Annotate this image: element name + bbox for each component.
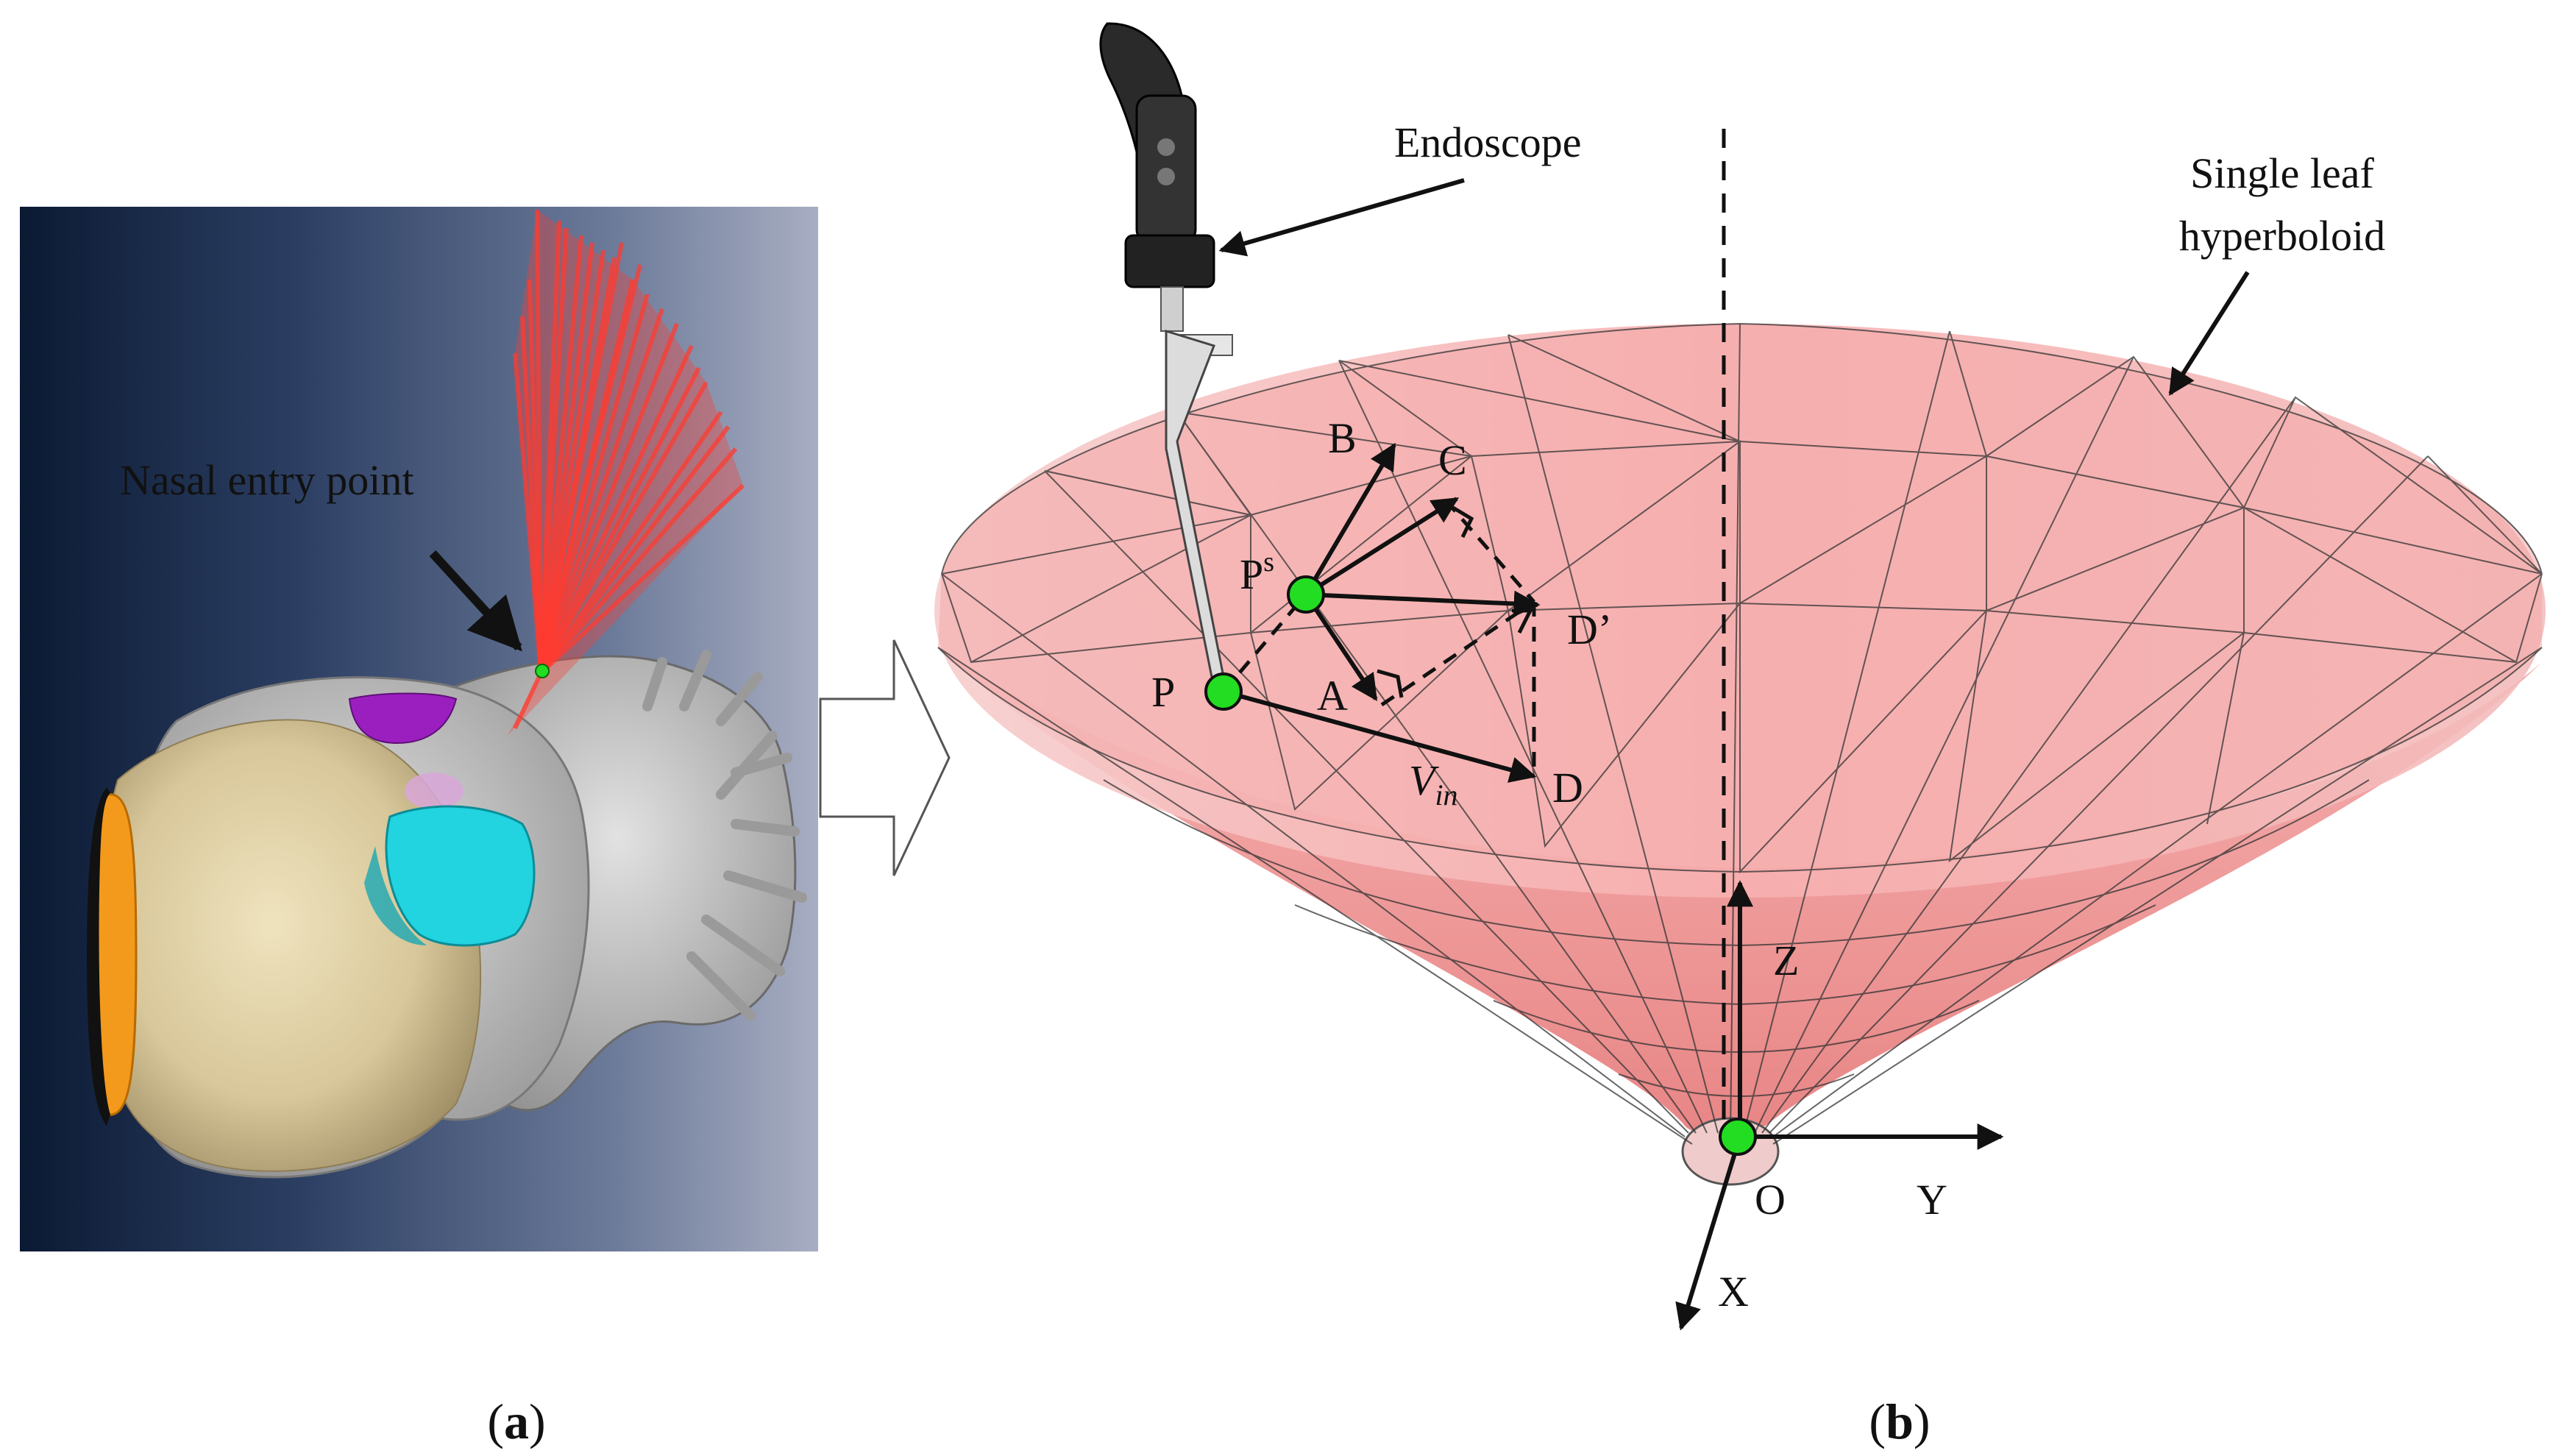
axis-label-y: Y <box>1917 1176 1947 1224</box>
endoscope-button-1 <box>1157 138 1175 156</box>
origin-marker <box>1719 1118 1757 1156</box>
vector-ps-a <box>1304 593 1378 701</box>
label-b: B <box>1328 414 1357 462</box>
vector-ps-b <box>1304 442 1396 596</box>
axis-x <box>1675 1136 1742 1331</box>
axis-label-z: Z <box>1773 937 1799 984</box>
cyan-region <box>385 805 536 947</box>
right-angle-c <box>1452 505 1474 539</box>
endoscope-connector <box>1160 286 1184 332</box>
panel-a: Nasal entry point (a) <box>20 207 818 1449</box>
endoscope <box>1099 22 1233 689</box>
panel-b: Z Y X O Endoscope Single leaf hyperboloi… <box>934 22 2546 1449</box>
transition-arrow <box>819 639 951 876</box>
cyan-shadow <box>364 846 427 945</box>
surface-arrow <box>2168 271 2250 397</box>
label-p: P <box>1151 668 1175 716</box>
point-p <box>1204 672 1243 711</box>
axis-label-x: X <box>1718 1268 1749 1315</box>
caption-b: (b) <box>1869 1393 1930 1449</box>
surface-label-line2: hyperboloid <box>2179 212 2385 260</box>
endoscope-label: Endoscope <box>1394 118 1582 166</box>
nasal-entry-arrow <box>429 550 522 652</box>
label-ps: Ps <box>1240 547 1274 598</box>
endoscope-arrow <box>1218 178 1465 257</box>
point-ps <box>1287 575 1325 614</box>
vector-vin <box>1223 689 1537 783</box>
label-c: C <box>1438 436 1467 484</box>
dashed-c-dprime <box>1444 499 1535 603</box>
surface-label-line1: Single leaf <box>2190 149 2374 197</box>
pink-region <box>405 773 464 809</box>
endoscope-ring <box>1124 234 1215 288</box>
axis-label-o: O <box>1755 1176 1786 1224</box>
right-angle-a <box>1377 669 1404 698</box>
label-d: D <box>1552 764 1583 812</box>
ray-cone-fill <box>508 210 743 736</box>
skull-render <box>87 209 807 1179</box>
label-vin: Vin <box>1409 756 1458 812</box>
purple-region <box>348 692 458 745</box>
nasal-entry-marker <box>535 664 550 678</box>
vector-ps-dprime <box>1305 590 1541 617</box>
endoscope-button-2 <box>1157 168 1175 185</box>
vector-ps-c <box>1304 497 1460 597</box>
caption-a: (a) <box>487 1393 545 1449</box>
vector-diagram: B C Ps D’ P A D Vin <box>1151 414 1612 812</box>
ray-bundle <box>513 209 745 730</box>
dashed-a-dprime <box>1380 600 1535 707</box>
black-rim <box>87 787 110 1126</box>
nasal-entry-label: Nasal entry point <box>120 456 413 504</box>
label-a: A <box>1317 672 1348 720</box>
nasal-spikes <box>642 650 807 1020</box>
label-dprime: D’ <box>1567 606 1612 653</box>
dashed-p-ps <box>1222 593 1307 693</box>
